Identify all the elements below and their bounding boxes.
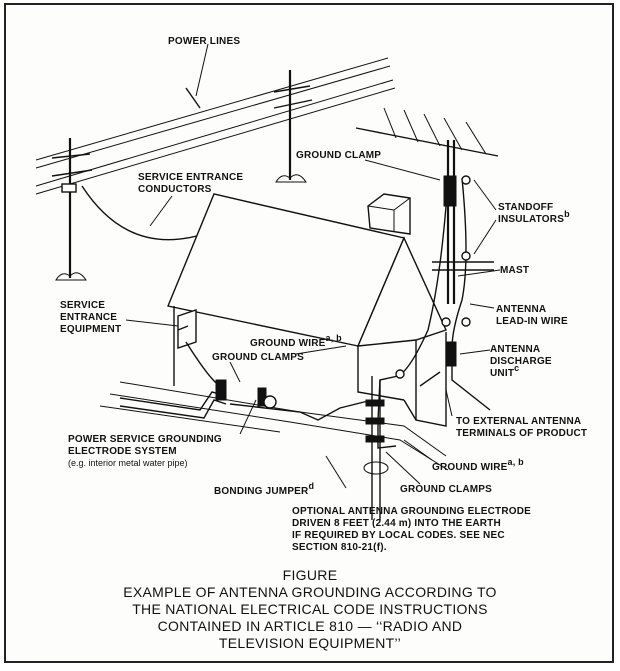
service-entrance-equipment (177, 309, 197, 349)
label-power-service-1: POWER SERVICE GROUNDING (68, 434, 222, 445)
leader-lines (125, 43, 501, 489)
chimney (367, 193, 411, 235)
label-external-terminals-1: TO EXTERNAL ANTENNA (456, 416, 581, 427)
utility-pole-right (273, 70, 313, 183)
label-bonding-jumper: BONDING JUMPERd (214, 481, 314, 497)
caption-line-3: THE NATIONAL ELECTRICAL CODE INSTRUCTION… (132, 601, 488, 617)
bonding-jumper (229, 399, 373, 421)
label-standoff-2: INSULATORSb (498, 209, 570, 225)
label-service-entrance-conductors-1: SERVICE ENTRANCE (138, 172, 243, 183)
label-service-equipment-1: SERVICE (60, 300, 105, 311)
label-service-entrance-conductors-2: CONDUCTORS (138, 184, 212, 195)
lead-in-wire (441, 175, 471, 349)
label-power-service-2: ELECTRODE SYSTEM (68, 446, 177, 457)
label-optional-2: DRIVEN 8 FEET (2.44 m) INTO THE EARTH (292, 518, 501, 529)
caption-line-5: TELEVISION EQUIPMENT’’ (219, 635, 401, 651)
antenna (355, 107, 499, 157)
label-ground-clamp: GROUND CLAMP (296, 150, 381, 161)
label-mast: MAST (500, 265, 529, 276)
label-ground-wire-bottom: GROUND WIREa, b (432, 457, 524, 473)
label-ground-clamps-top: GROUND CLAMPS (212, 352, 304, 363)
label-power-service-3: (e.g. interior metal water pipe) (68, 458, 188, 468)
antenna-ground-wire (377, 205, 447, 421)
caption-line-4: CONTAINED IN ARTICLE 810 — ‘‘RADIO AND (158, 618, 463, 634)
label-ground-wire-top: GROUND WIREa, b (250, 333, 342, 349)
label-service-equipment-2: ENTRANCE (60, 312, 117, 323)
label-service-equipment-3: EQUIPMENT (60, 324, 121, 335)
bottom-ground-wire (377, 424, 397, 449)
label-optional-3: IF REQUIRED BY LOCAL CODES. SEE NEC (292, 530, 505, 541)
ground-clamp-mast (443, 175, 457, 207)
power-lines (35, 57, 396, 195)
label-antenna-discharge-2: DISCHARGE (490, 356, 552, 367)
label-antenna-discharge-1: ANTENNA (490, 344, 540, 355)
water-pipe (119, 379, 277, 419)
label-optional-1: OPTIONAL ANTENNA GROUNDING ELECTRODE (292, 506, 531, 517)
label-ground-clamps-bottom: GROUND CLAMPS (400, 484, 492, 495)
mast (432, 140, 494, 304)
label-optional-4: SECTION 810-21(f). (292, 542, 387, 553)
label-antenna-discharge-3: UNITc (490, 363, 519, 379)
figure-caption: FIGURE EXAMPLE OF ANTENNA GROUNDING ACCO… (123, 567, 497, 651)
utility-pole-left (51, 138, 93, 281)
caption-line-2: EXAMPLE OF ANTENNA GROUNDING ACCORDING T… (123, 584, 497, 600)
house (99, 193, 449, 471)
label-antenna-leadin-1: ANTENNA (496, 304, 546, 315)
caption-line-1: FIGURE (283, 567, 338, 583)
ground-rod (363, 376, 389, 520)
label-antenna-leadin-2: LEAD-IN WIRE (496, 316, 568, 327)
label-power-lines: POWER LINES (168, 36, 240, 47)
label-standoff-1: STANDOFF (498, 202, 553, 213)
bonding-wire-upper (185, 341, 221, 387)
antenna-discharge-unit (419, 341, 491, 411)
service-conductor (81, 185, 211, 241)
label-external-terminals-2: TERMINALS OF PRODUCT (456, 428, 587, 439)
